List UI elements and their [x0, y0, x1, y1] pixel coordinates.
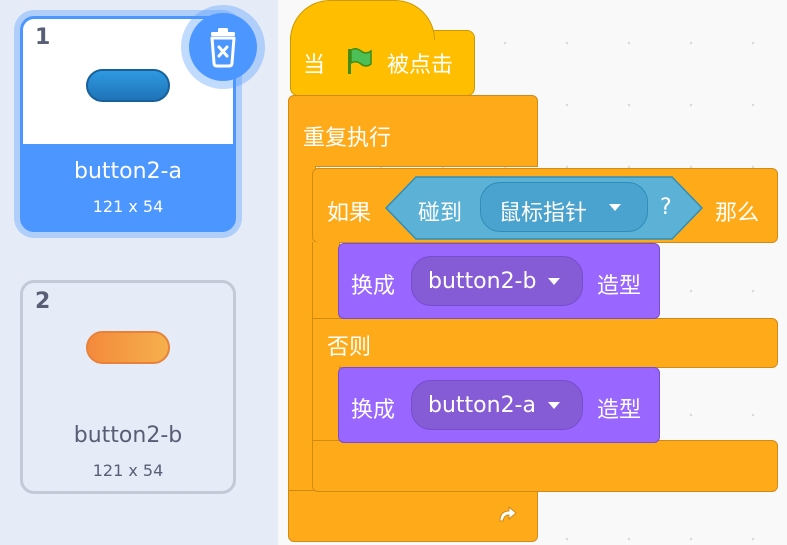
forever-block[interactable]: 重复执行	[288, 95, 538, 167]
if-label: 如果	[327, 201, 372, 226]
loop-arrow-icon	[499, 505, 517, 522]
chevron-down-icon	[548, 402, 560, 409]
green-flag-icon	[348, 47, 372, 74]
chevron-down-icon	[548, 278, 560, 285]
costume-list: 1 button2-a 121 x 54 2 button2-b 121 x 5…	[0, 0, 278, 545]
touching-menu-dropdown[interactable]: 鼠标指针	[480, 182, 648, 232]
if-else-arm-1	[312, 242, 340, 322]
else-block: 否则	[312, 318, 778, 368]
when-flag-clicked-block[interactable]: 当 被点击	[290, 30, 475, 96]
chevron-down-icon	[609, 204, 621, 211]
switch-suffix: 造型	[597, 274, 642, 299]
script-area[interactable]: 当 被点击 重复执行 如果 那么 否则 碰到 鼠标指针 ? 换成	[278, 0, 787, 545]
costume-tile-2[interactable]: 2 button2-b 121 x 54	[20, 280, 236, 494]
if-else-arm-2	[312, 366, 340, 444]
hat-cap	[290, 0, 435, 40]
hat-prefix: 当	[303, 53, 326, 78]
costume-number: 1	[35, 25, 51, 50]
if-else-bottom	[312, 440, 778, 492]
touching-menu-value: 鼠标指针	[499, 201, 588, 226]
switch-label: 换成	[351, 274, 396, 299]
switch-costume-block-2[interactable]: 换成 button2-a 造型	[338, 367, 660, 443]
touching-label: 碰到	[418, 201, 463, 226]
delete-costume-button[interactable]	[181, 5, 265, 89]
then-label: 那么	[715, 201, 760, 226]
switch-costume-block-1[interactable]: 换成 button2-b 造型	[338, 243, 660, 319]
costume-number: 2	[35, 289, 51, 314]
else-label: 否则	[327, 335, 372, 360]
hat-suffix: 被点击	[387, 53, 454, 78]
costume-menu-value: button2-a	[428, 393, 536, 418]
switch-label: 换成	[351, 398, 396, 423]
costume-menu-dropdown-2[interactable]: button2-a	[411, 380, 583, 430]
costume-menu-dropdown-1[interactable]: button2-b	[411, 256, 583, 306]
costume-preview-2	[86, 331, 170, 364]
trash-icon	[210, 28, 236, 68]
costume-size: 121 x 54	[92, 461, 164, 480]
costume-size: 121 x 54	[92, 197, 164, 216]
switch-suffix: 造型	[597, 398, 642, 423]
costume-name: button2-a	[74, 159, 182, 184]
question-mark: ?	[660, 195, 672, 220]
forever-bottom	[288, 490, 538, 542]
costume-menu-value: button2-b	[428, 269, 537, 294]
costume-name: button2-b	[73, 423, 183, 448]
forever-label: 重复执行	[303, 126, 392, 151]
costume-preview-1	[86, 69, 170, 102]
